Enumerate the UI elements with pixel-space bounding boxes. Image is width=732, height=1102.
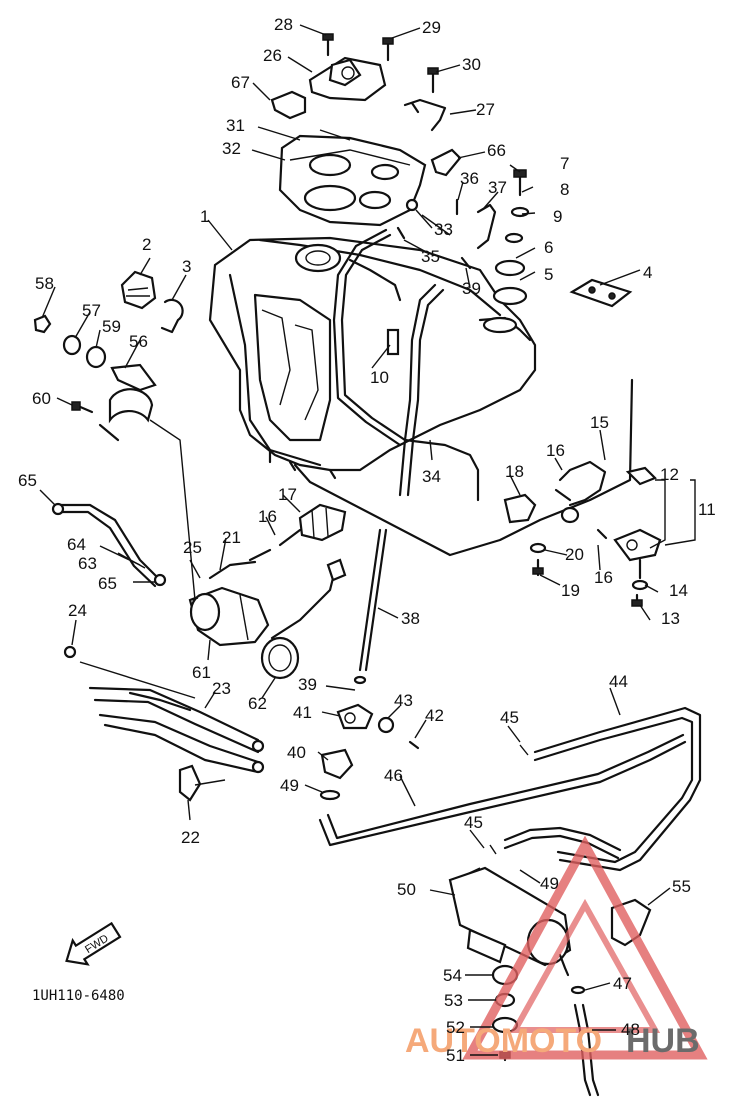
- callout-48: 48: [621, 1020, 640, 1039]
- callout-31: 31: [226, 116, 245, 135]
- callout-23: 23: [212, 679, 231, 698]
- callout-38: 38: [401, 609, 420, 628]
- callout-4: 4: [643, 263, 652, 282]
- callout-54: 54: [443, 966, 462, 985]
- tank-cover-assembly: [270, 33, 462, 227]
- callout-67: 67: [231, 73, 250, 92]
- callout-59: 59: [102, 317, 121, 336]
- frame-rails: [63, 645, 265, 802]
- left-parts: [33, 270, 196, 601]
- callout-15: 15: [590, 413, 609, 432]
- callout-40: 40: [287, 743, 306, 762]
- callout-18: 18: [505, 462, 524, 481]
- callout-32: 32: [222, 139, 241, 158]
- callout-19: 19: [561, 581, 580, 600]
- callout-50: 50: [397, 880, 416, 899]
- callout-30: 30: [462, 55, 481, 74]
- callout-55: 55: [672, 877, 691, 896]
- callout-29: 29: [422, 18, 441, 37]
- callout-60: 60: [32, 389, 51, 408]
- callout-34: 34: [422, 467, 441, 486]
- callout-10: 10: [370, 368, 389, 387]
- callout-2: 2: [142, 235, 151, 254]
- callout-16c: 16: [594, 568, 613, 587]
- callout-39b: 39: [298, 675, 317, 694]
- callout-57: 57: [82, 301, 101, 320]
- watermark: AUTOMOTO HUB: [405, 835, 708, 1060]
- callout-12: 12: [660, 465, 679, 484]
- callout-46: 46: [384, 766, 403, 785]
- callout-45b: 45: [464, 813, 483, 832]
- canister-hoses: [318, 706, 702, 872]
- callout-42: 42: [425, 706, 444, 725]
- callout-9: 9: [553, 207, 562, 226]
- part-callouts: 1 2 3 4 5 6 7 8 9 10 11 12 13 14 15 16 1…: [18, 15, 716, 1065]
- callout-28: 28: [274, 15, 293, 34]
- callout-7: 7: [560, 154, 569, 173]
- callout-22: 22: [181, 828, 200, 847]
- callout-65b: 65: [98, 574, 117, 593]
- callout-36: 36: [460, 169, 479, 188]
- watermark-text-left: AUTOMOTO: [405, 1022, 602, 1060]
- callout-6: 6: [544, 238, 553, 257]
- callout-13: 13: [661, 609, 680, 628]
- callout-44: 44: [609, 672, 628, 691]
- fwd-arrow: FWD: [65, 921, 122, 966]
- callout-62: 62: [248, 694, 267, 713]
- callout-63: 63: [78, 554, 97, 573]
- lower-center-parts: [319, 528, 420, 801]
- callout-41: 41: [293, 703, 312, 722]
- callout-43: 43: [394, 691, 413, 710]
- callout-47: 47: [613, 974, 632, 993]
- watermark-text-right: HUB: [626, 1022, 700, 1060]
- callout-66: 66: [487, 141, 506, 160]
- callout-56: 56: [129, 332, 148, 351]
- callout-16a: 16: [546, 441, 565, 460]
- callout-61: 61: [192, 663, 211, 682]
- callout-11: 11: [698, 500, 716, 519]
- watermark-triangle: [462, 835, 708, 1060]
- callout-39a: 39: [462, 279, 481, 298]
- callout-20: 20: [565, 545, 584, 564]
- fuel-cock: [503, 460, 662, 607]
- callout-45a: 45: [500, 708, 519, 727]
- fuel-pump-assembly: [51, 378, 634, 680]
- callout-27: 27: [476, 100, 495, 119]
- callout-37: 37: [488, 178, 507, 197]
- callout-1: 1: [200, 207, 209, 226]
- tank-hoses: [332, 228, 480, 502]
- callout-25: 25: [183, 538, 202, 557]
- callout-17: 17: [278, 485, 297, 504]
- callout-3: 3: [182, 257, 191, 276]
- callout-21: 21: [222, 528, 241, 547]
- fuel-tank: [208, 236, 537, 480]
- callout-14: 14: [669, 581, 688, 600]
- callout-5: 5: [544, 265, 553, 284]
- leader-lines: [39, 24, 696, 1056]
- callout-26: 26: [263, 46, 282, 65]
- callout-52: 52: [446, 1018, 465, 1037]
- callout-49a: 49: [280, 776, 299, 795]
- callout-64: 64: [67, 535, 86, 554]
- callout-49b: 49: [540, 874, 559, 893]
- callout-58: 58: [35, 274, 54, 293]
- drawing-code: 1UH110-6480: [32, 988, 125, 1004]
- callout-24: 24: [68, 601, 87, 620]
- callout-51: 51: [446, 1046, 465, 1065]
- callout-53: 53: [444, 991, 463, 1010]
- callout-35: 35: [421, 247, 440, 266]
- callout-65a: 65: [18, 471, 37, 490]
- callout-8: 8: [560, 180, 569, 199]
- callout-33: 33: [434, 220, 453, 239]
- callout-16b: 16: [258, 507, 277, 526]
